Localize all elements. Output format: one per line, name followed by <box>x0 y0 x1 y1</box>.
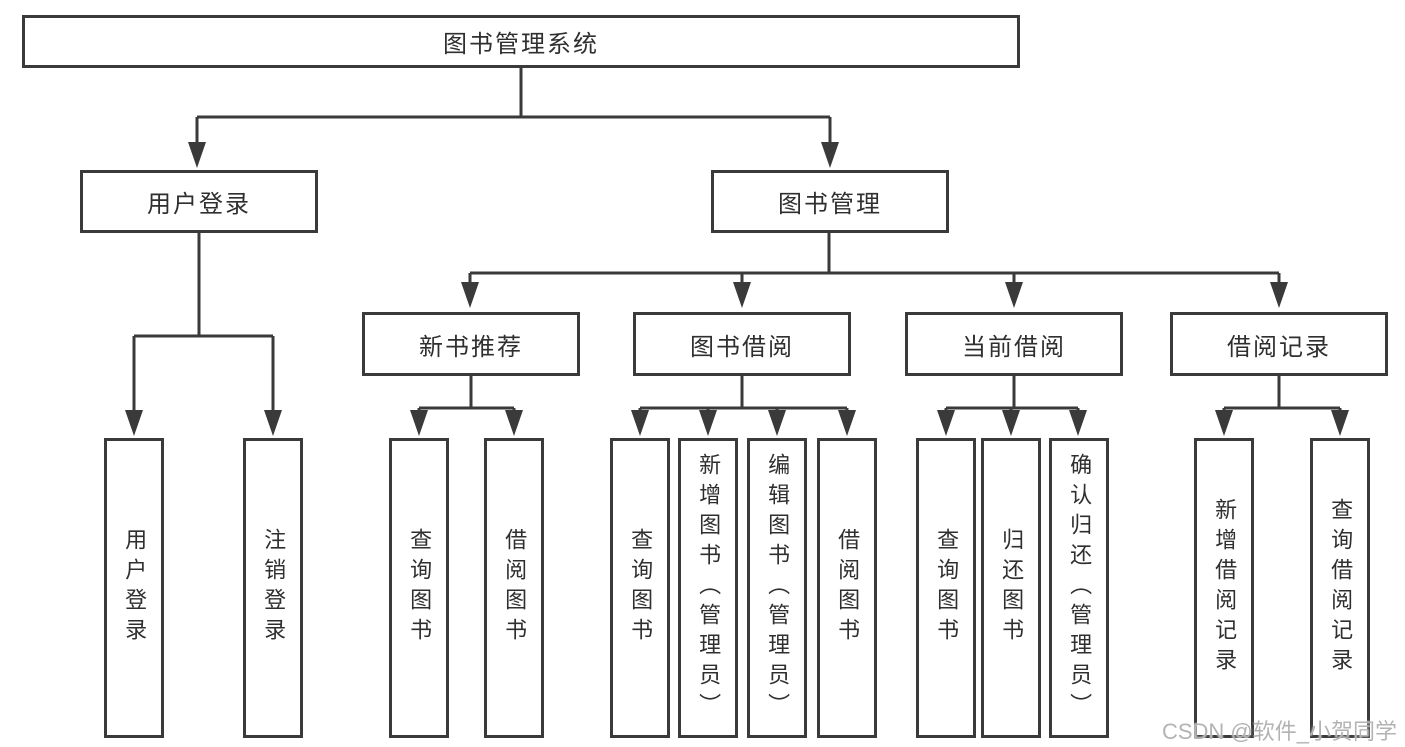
csdn-watermark: CSDN @软件_小贺同学 <box>1161 719 1397 744</box>
node-label: 当前借阅 <box>962 333 1066 361</box>
leaf-edit-books-admin: 编辑图书（管理员） <box>747 438 807 738</box>
leaf-logout: 注销登录 <box>243 438 303 738</box>
node-label: 用户登录 <box>147 191 251 218</box>
leaf-confirm-return-admin: 确认归还（管理员） <box>1049 438 1109 738</box>
leaf-query-borrow-record: 查询借阅记录 <box>1310 438 1370 738</box>
node-book-management: 图书管理 <box>711 170 949 233</box>
node-borrowing-records: 借阅记录 <box>1170 312 1388 376</box>
leaf-query-books: 查询图书 <box>610 438 670 738</box>
node-new-book-recommendation: 新书推荐 <box>362 312 580 376</box>
node-current-borrowing: 当前借阅 <box>905 312 1123 376</box>
leaf-query-books: 查询图书 <box>389 438 449 738</box>
node-user-login: 用户登录 <box>80 170 318 233</box>
node-label: 注销登录 <box>261 528 287 648</box>
node-label: 确认归还（管理员） <box>1067 453 1093 723</box>
leaf-return-books: 归还图书 <box>981 438 1041 738</box>
leaf-borrow-books: 借阅图书 <box>817 438 877 738</box>
node-book-borrowing: 图书借阅 <box>633 312 851 376</box>
node-label: 编辑图书（管理员） <box>765 453 791 723</box>
node-label: 归还图书 <box>999 528 1025 648</box>
node-label: 图书管理系统 <box>443 31 599 58</box>
node-label: 用户登录 <box>122 528 148 648</box>
leaf-add-borrow-record: 新增借阅记录 <box>1194 438 1254 738</box>
node-label: 新书推荐 <box>419 333 523 361</box>
node-label: 查询借阅记录 <box>1328 498 1354 678</box>
leaf-user-login: 用户登录 <box>104 438 164 738</box>
node-label: 图书借阅 <box>690 333 794 361</box>
node-label: 查询图书 <box>934 528 960 648</box>
leaf-query-books: 查询图书 <box>916 438 976 738</box>
node-label: 新增图书（管理员） <box>696 453 722 723</box>
node-label: 查询图书 <box>628 528 654 648</box>
node-label: 借阅记录 <box>1227 333 1331 361</box>
leaf-borrow-books: 借阅图书 <box>484 438 544 738</box>
node-label: 新增借阅记录 <box>1212 498 1238 678</box>
node-label: 查询图书 <box>407 528 433 648</box>
leaf-add-books-admin: 新增图书（管理员） <box>678 438 738 738</box>
node-label: 借阅图书 <box>502 528 528 648</box>
node-label: 图书管理 <box>778 191 882 218</box>
node-label: 借阅图书 <box>835 528 861 648</box>
node-library-management-system: 图书管理系统 <box>22 15 1020 68</box>
